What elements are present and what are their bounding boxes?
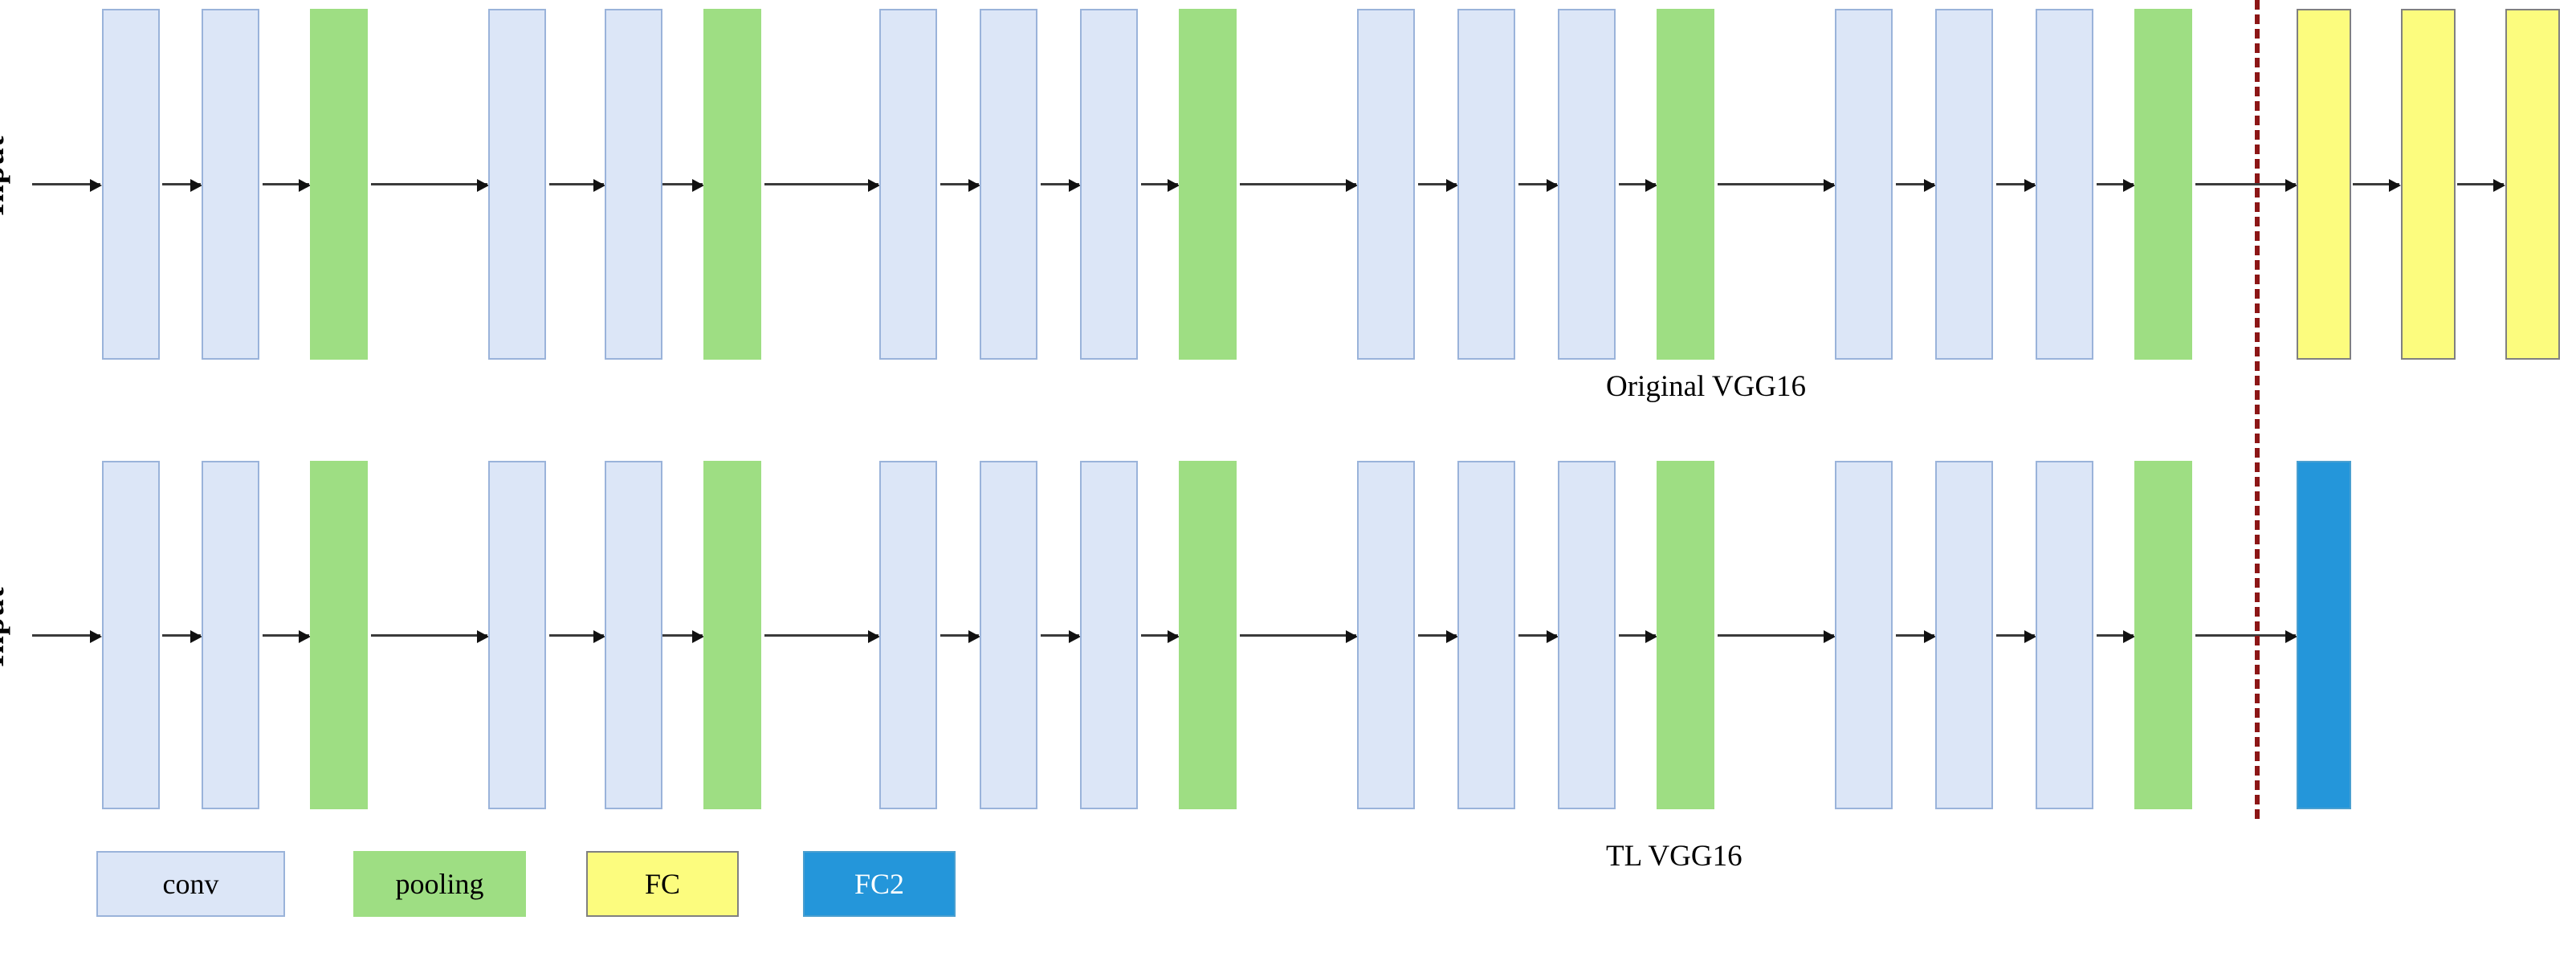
- legend-item-fc2: FC2: [803, 851, 956, 917]
- arrow-original-vgg16-conv4-2-to-conv4-3: [1518, 179, 1559, 192]
- legend-label-pooling: pooling: [395, 868, 484, 900]
- layer-tl-vgg16-pool4: [1657, 461, 1714, 809]
- layer-original-vgg16-conv2-2: [605, 9, 662, 360]
- arrow-original-vgg16-conv1-1-to-conv1-2: [162, 179, 202, 192]
- arrow-original-vgg16-input-to-conv1-1: [32, 179, 102, 192]
- arrow-tl-vgg16-conv3-3-to-pool3: [1141, 630, 1180, 643]
- layer-tl-vgg16-conv5-1: [1835, 461, 1893, 809]
- layer-original-vgg16-conv2-1: [488, 9, 546, 360]
- layer-original-vgg16-fc6: [2297, 9, 2351, 360]
- layer-original-vgg16-conv4-2: [1457, 9, 1515, 360]
- arrow-original-vgg16-conv4-1-to-conv4-2: [1418, 179, 1458, 192]
- row-caption-original-vgg16: Original VGG16: [1606, 370, 1807, 403]
- arrow-tl-vgg16-conv2-2-to-pool2: [650, 630, 704, 643]
- arrow-original-vgg16-fc6-to-fc7: [2353, 179, 2401, 192]
- layer-original-vgg16-conv3-1: [879, 9, 937, 360]
- arrow-original-vgg16-pool3-to-conv4-1: [1240, 179, 1358, 192]
- layer-tl-vgg16-conv3-3: [1080, 461, 1138, 809]
- arrow-original-vgg16-conv4-3-to-pool4: [1619, 179, 1657, 192]
- layer-tl-vgg16-conv3-1: [879, 461, 937, 809]
- layer-original-vgg16-pool4: [1657, 9, 1714, 360]
- layer-tl-vgg16-conv1-1: [102, 461, 160, 809]
- layer-tl-vgg16-conv5-3: [2036, 461, 2093, 809]
- layer-tl-vgg16-fc2: [2297, 461, 2351, 809]
- layer-tl-vgg16-conv2-1: [488, 461, 546, 809]
- input-label-tl-vgg16: Input: [0, 586, 10, 667]
- arrow-tl-vgg16-pool1-to-conv2-1: [371, 630, 489, 643]
- transfer-learning-cut-line: [2255, 0, 2260, 819]
- arrow-tl-vgg16-conv4-1-to-conv4-2: [1418, 630, 1458, 643]
- layer-tl-vgg16-conv4-2: [1457, 461, 1515, 809]
- layer-original-vgg16-conv4-3: [1558, 9, 1616, 360]
- arrow-original-vgg16-pool5-to-fc6: [2195, 179, 2297, 192]
- arrow-original-vgg16-conv1-2-to-pool1: [263, 179, 311, 192]
- arrow-tl-vgg16-conv3-2-to-conv3-3: [1041, 630, 1081, 643]
- layer-original-vgg16-pool3: [1179, 9, 1237, 360]
- layer-original-vgg16-conv5-2: [1935, 9, 1993, 360]
- legend-item-fc: FC: [586, 851, 739, 917]
- layer-tl-vgg16-pool3: [1179, 461, 1237, 809]
- arrow-original-vgg16-conv5-2-to-conv5-3: [1996, 179, 2036, 192]
- legend-item-pooling: pooling: [353, 851, 526, 917]
- arrow-tl-vgg16-conv1-1-to-conv1-2: [162, 630, 202, 643]
- arrow-tl-vgg16-pool5-to-fc2: [2195, 630, 2297, 643]
- legend-label-fc: FC: [644, 868, 681, 900]
- arrow-tl-vgg16-conv5-3-to-pool5: [2097, 630, 2135, 643]
- arrow-tl-vgg16-conv3-1-to-conv3-2: [940, 630, 980, 643]
- arrow-original-vgg16-fc7-to-fc8: [2457, 179, 2505, 192]
- arrow-original-vgg16-conv3-3-to-pool3: [1141, 179, 1180, 192]
- arrow-original-vgg16-pool1-to-conv2-1: [371, 179, 489, 192]
- layer-original-vgg16-conv3-3: [1080, 9, 1138, 360]
- arrow-tl-vgg16-conv5-2-to-conv5-3: [1996, 630, 2036, 643]
- legend-label-fc2: FC2: [854, 868, 905, 900]
- arrow-original-vgg16-conv5-1-to-conv5-2: [1896, 179, 1936, 192]
- arrow-original-vgg16-conv3-2-to-conv3-3: [1041, 179, 1081, 192]
- layer-original-vgg16-conv1-2: [202, 9, 259, 360]
- layer-tl-vgg16-pool2: [703, 461, 761, 809]
- layer-original-vgg16-conv5-1: [1835, 9, 1893, 360]
- arrow-original-vgg16-pool2-to-conv3-1: [764, 179, 880, 192]
- arrow-tl-vgg16-conv2-1-to-conv2-2: [549, 630, 605, 643]
- arrow-original-vgg16-conv2-1-to-conv2-2: [549, 179, 605, 192]
- layer-original-vgg16-conv3-2: [980, 9, 1037, 360]
- layer-tl-vgg16-conv3-2: [980, 461, 1037, 809]
- arrow-tl-vgg16-conv5-1-to-conv5-2: [1896, 630, 1936, 643]
- layer-original-vgg16-pool5: [2134, 9, 2192, 360]
- layer-original-vgg16-conv4-1: [1357, 9, 1415, 360]
- arrow-tl-vgg16-pool2-to-conv3-1: [764, 630, 880, 643]
- layer-tl-vgg16-pool5: [2134, 461, 2192, 809]
- layer-tl-vgg16-conv4-3: [1558, 461, 1616, 809]
- layer-original-vgg16-conv5-3: [2036, 9, 2093, 360]
- layer-tl-vgg16-conv4-1: [1357, 461, 1415, 809]
- layer-original-vgg16-fc7: [2401, 9, 2456, 360]
- arrow-tl-vgg16-pool4-to-conv5-1: [1718, 630, 1836, 643]
- layer-original-vgg16-pool2: [703, 9, 761, 360]
- arrow-tl-vgg16-input-to-conv1-1: [32, 630, 102, 643]
- arrow-tl-vgg16-conv4-2-to-conv4-3: [1518, 630, 1559, 643]
- layer-tl-vgg16-conv1-2: [202, 461, 259, 809]
- arrow-original-vgg16-conv3-1-to-conv3-2: [940, 179, 980, 192]
- legend-label-conv: conv: [162, 868, 219, 900]
- layer-tl-vgg16-conv2-2: [605, 461, 662, 809]
- arrow-original-vgg16-pool4-to-conv5-1: [1718, 179, 1836, 192]
- layer-tl-vgg16-pool1: [310, 461, 368, 809]
- arrow-tl-vgg16-pool3-to-conv4-1: [1240, 630, 1358, 643]
- legend-item-conv: conv: [96, 851, 285, 917]
- layer-original-vgg16-fc8: [2505, 9, 2560, 360]
- layer-original-vgg16-conv1-1: [102, 9, 160, 360]
- row-caption-tl-vgg16: TL VGG16: [1606, 840, 1742, 873]
- layer-original-vgg16-pool1: [310, 9, 368, 360]
- layer-tl-vgg16-conv5-2: [1935, 461, 1993, 809]
- arrow-original-vgg16-conv5-3-to-pool5: [2097, 179, 2135, 192]
- arrow-tl-vgg16-conv1-2-to-pool1: [263, 630, 311, 643]
- input-label-original-vgg16: Input: [0, 135, 10, 216]
- arrow-tl-vgg16-conv4-3-to-pool4: [1619, 630, 1657, 643]
- arrow-original-vgg16-conv2-2-to-pool2: [650, 179, 704, 192]
